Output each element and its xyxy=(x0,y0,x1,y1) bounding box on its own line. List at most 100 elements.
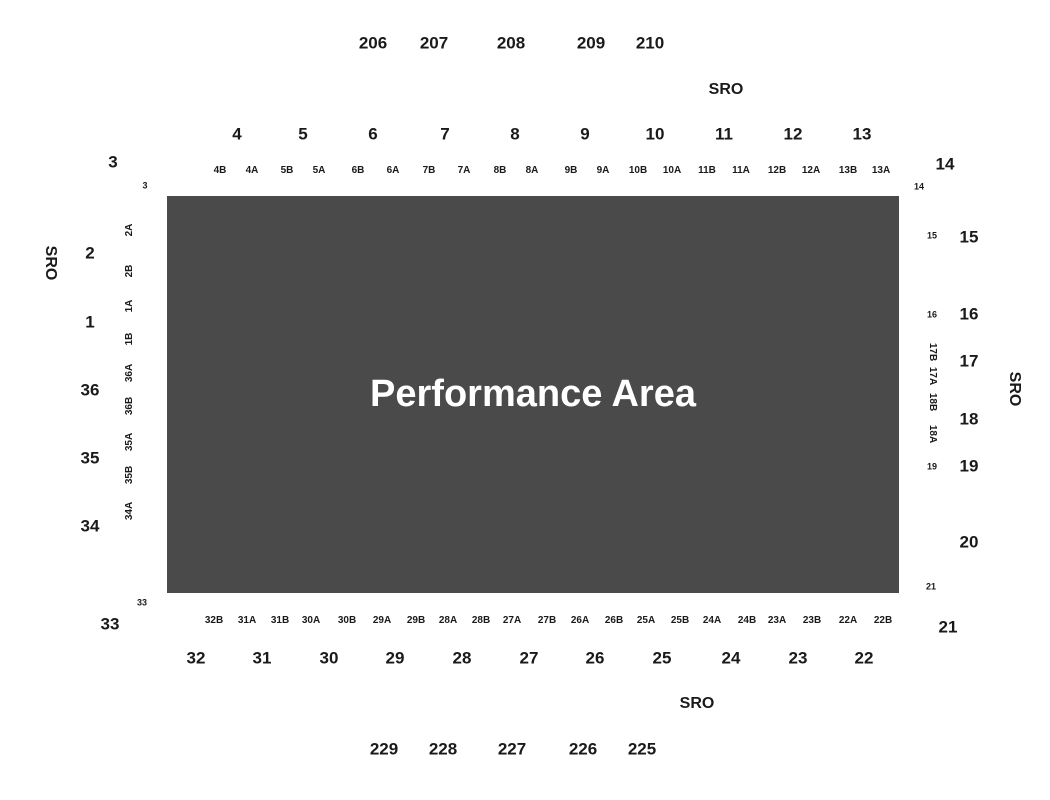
section-33[interactable]: 33 xyxy=(100,614,120,634)
section-3[interactable]: 3 xyxy=(108,152,118,172)
section-25[interactable]: 25 xyxy=(652,648,672,668)
subsection-8b[interactable]: 8B xyxy=(493,165,507,176)
subsection-23b[interactable]: 23B xyxy=(802,615,822,626)
section-14[interactable]: 14 xyxy=(935,154,955,174)
subsection-1b[interactable]: 1B xyxy=(124,332,135,346)
section-29[interactable]: 29 xyxy=(385,648,405,668)
section-8[interactable]: 8 xyxy=(510,124,520,144)
subsection-3[interactable]: 3 xyxy=(142,180,148,191)
subsection-25b[interactable]: 25B xyxy=(670,615,690,626)
subsection-35b[interactable]: 35B xyxy=(124,465,135,485)
subsection-19[interactable]: 19 xyxy=(926,461,938,472)
subsection-24b[interactable]: 24B xyxy=(737,615,757,626)
subsection-4b[interactable]: 4B xyxy=(213,165,227,176)
section-206[interactable]: 206 xyxy=(358,33,388,53)
section-19[interactable]: 19 xyxy=(959,456,979,476)
section-210[interactable]: 210 xyxy=(635,33,665,53)
subsection-13b[interactable]: 13B xyxy=(838,165,858,176)
subsection-1a[interactable]: 1A xyxy=(124,299,135,313)
section-226[interactable]: 226 xyxy=(568,739,598,759)
section-227[interactable]: 227 xyxy=(497,739,527,759)
section-228[interactable]: 228 xyxy=(428,739,458,759)
section-22[interactable]: 22 xyxy=(854,648,874,668)
subsection-12a[interactable]: 12A xyxy=(801,165,821,176)
subsection-22a[interactable]: 22A xyxy=(838,615,858,626)
section-30[interactable]: 30 xyxy=(319,648,339,668)
subsection-6b[interactable]: 6B xyxy=(351,165,365,176)
subsection-27a[interactable]: 27A xyxy=(502,615,522,626)
section-23[interactable]: 23 xyxy=(788,648,808,668)
subsection-2a[interactable]: 2A xyxy=(124,223,135,237)
section-31[interactable]: 31 xyxy=(252,648,272,668)
subsection-23a[interactable]: 23A xyxy=(767,615,787,626)
section-27[interactable]: 27 xyxy=(519,648,539,668)
subsection-10b[interactable]: 10B xyxy=(628,165,648,176)
section-24[interactable]: 24 xyxy=(721,648,741,668)
sro-top-label[interactable]: SRO xyxy=(708,81,744,98)
section-9[interactable]: 9 xyxy=(580,124,590,144)
subsection-7a[interactable]: 7A xyxy=(457,165,471,176)
section-12[interactable]: 12 xyxy=(783,124,803,144)
subsection-16[interactable]: 16 xyxy=(926,309,938,320)
subsection-14[interactable]: 14 xyxy=(913,181,925,192)
section-34[interactable]: 34 xyxy=(80,516,100,536)
subsection-7b[interactable]: 7B xyxy=(422,165,436,176)
section-15[interactable]: 15 xyxy=(959,227,979,247)
subsection-8a[interactable]: 8A xyxy=(525,165,539,176)
subsection-4a[interactable]: 4A xyxy=(245,165,259,176)
subsection-29a[interactable]: 29A xyxy=(372,615,392,626)
section-13[interactable]: 13 xyxy=(852,124,872,144)
subsection-11b[interactable]: 11B xyxy=(698,165,716,176)
subsection-25a[interactable]: 25A xyxy=(636,615,656,626)
subsection-31b[interactable]: 31B xyxy=(270,615,290,626)
section-18[interactable]: 18 xyxy=(959,409,979,429)
subsection-18a[interactable]: 18A xyxy=(927,424,938,444)
section-28[interactable]: 28 xyxy=(452,648,472,668)
subsection-27b[interactable]: 27B xyxy=(537,615,557,626)
section-225[interactable]: 225 xyxy=(627,739,657,759)
subsection-12b[interactable]: 12B xyxy=(767,165,787,176)
subsection-17a[interactable]: 17A xyxy=(927,366,938,386)
subsection-11a[interactable]: 11A xyxy=(732,165,750,176)
section-20[interactable]: 20 xyxy=(959,532,979,552)
section-6[interactable]: 6 xyxy=(368,124,378,144)
section-4[interactable]: 4 xyxy=(232,124,242,144)
subsection-22b[interactable]: 22B xyxy=(873,615,893,626)
sro-left-label[interactable]: SRO xyxy=(42,245,59,281)
subsection-6a[interactable]: 6A xyxy=(386,165,400,176)
section-2[interactable]: 2 xyxy=(85,243,95,263)
subsection-2b[interactable]: 2B xyxy=(124,264,135,278)
subsection-26a[interactable]: 26A xyxy=(570,615,590,626)
section-32[interactable]: 32 xyxy=(186,648,206,668)
section-208[interactable]: 208 xyxy=(496,33,526,53)
section-209[interactable]: 209 xyxy=(576,33,606,53)
subsection-28a[interactable]: 28A xyxy=(438,615,458,626)
section-26[interactable]: 26 xyxy=(585,648,605,668)
section-21[interactable]: 21 xyxy=(938,617,958,637)
subsection-9b[interactable]: 9B xyxy=(564,165,578,176)
subsection-9a[interactable]: 9A xyxy=(596,165,610,176)
section-17[interactable]: 17 xyxy=(959,351,979,371)
section-207[interactable]: 207 xyxy=(419,33,449,53)
subsection-28b[interactable]: 28B xyxy=(471,615,491,626)
subsection-18b[interactable]: 18B xyxy=(927,392,938,412)
section-16[interactable]: 16 xyxy=(959,304,979,324)
section-5[interactable]: 5 xyxy=(298,124,308,144)
sro-right-label[interactable]: SRO xyxy=(1006,371,1023,407)
subsection-30b[interactable]: 30B xyxy=(337,615,357,626)
subsection-31a[interactable]: 31A xyxy=(237,615,257,626)
sro-bottom-label[interactable]: SRO xyxy=(679,695,715,712)
subsection-10a[interactable]: 10A xyxy=(662,165,682,176)
subsection-34a[interactable]: 34A xyxy=(124,501,135,521)
section-7[interactable]: 7 xyxy=(440,124,450,144)
subsection-33[interactable]: 33 xyxy=(136,597,148,608)
subsection-15[interactable]: 15 xyxy=(926,230,938,241)
subsection-21[interactable]: 21 xyxy=(925,581,937,592)
subsection-30a[interactable]: 30A xyxy=(301,615,321,626)
subsection-5b[interactable]: 5B xyxy=(280,165,294,176)
subsection-29b[interactable]: 29B xyxy=(406,615,426,626)
section-10[interactable]: 10 xyxy=(645,124,665,144)
section-229[interactable]: 229 xyxy=(369,739,399,759)
section-1[interactable]: 1 xyxy=(85,312,95,332)
subsection-24a[interactable]: 24A xyxy=(702,615,722,626)
